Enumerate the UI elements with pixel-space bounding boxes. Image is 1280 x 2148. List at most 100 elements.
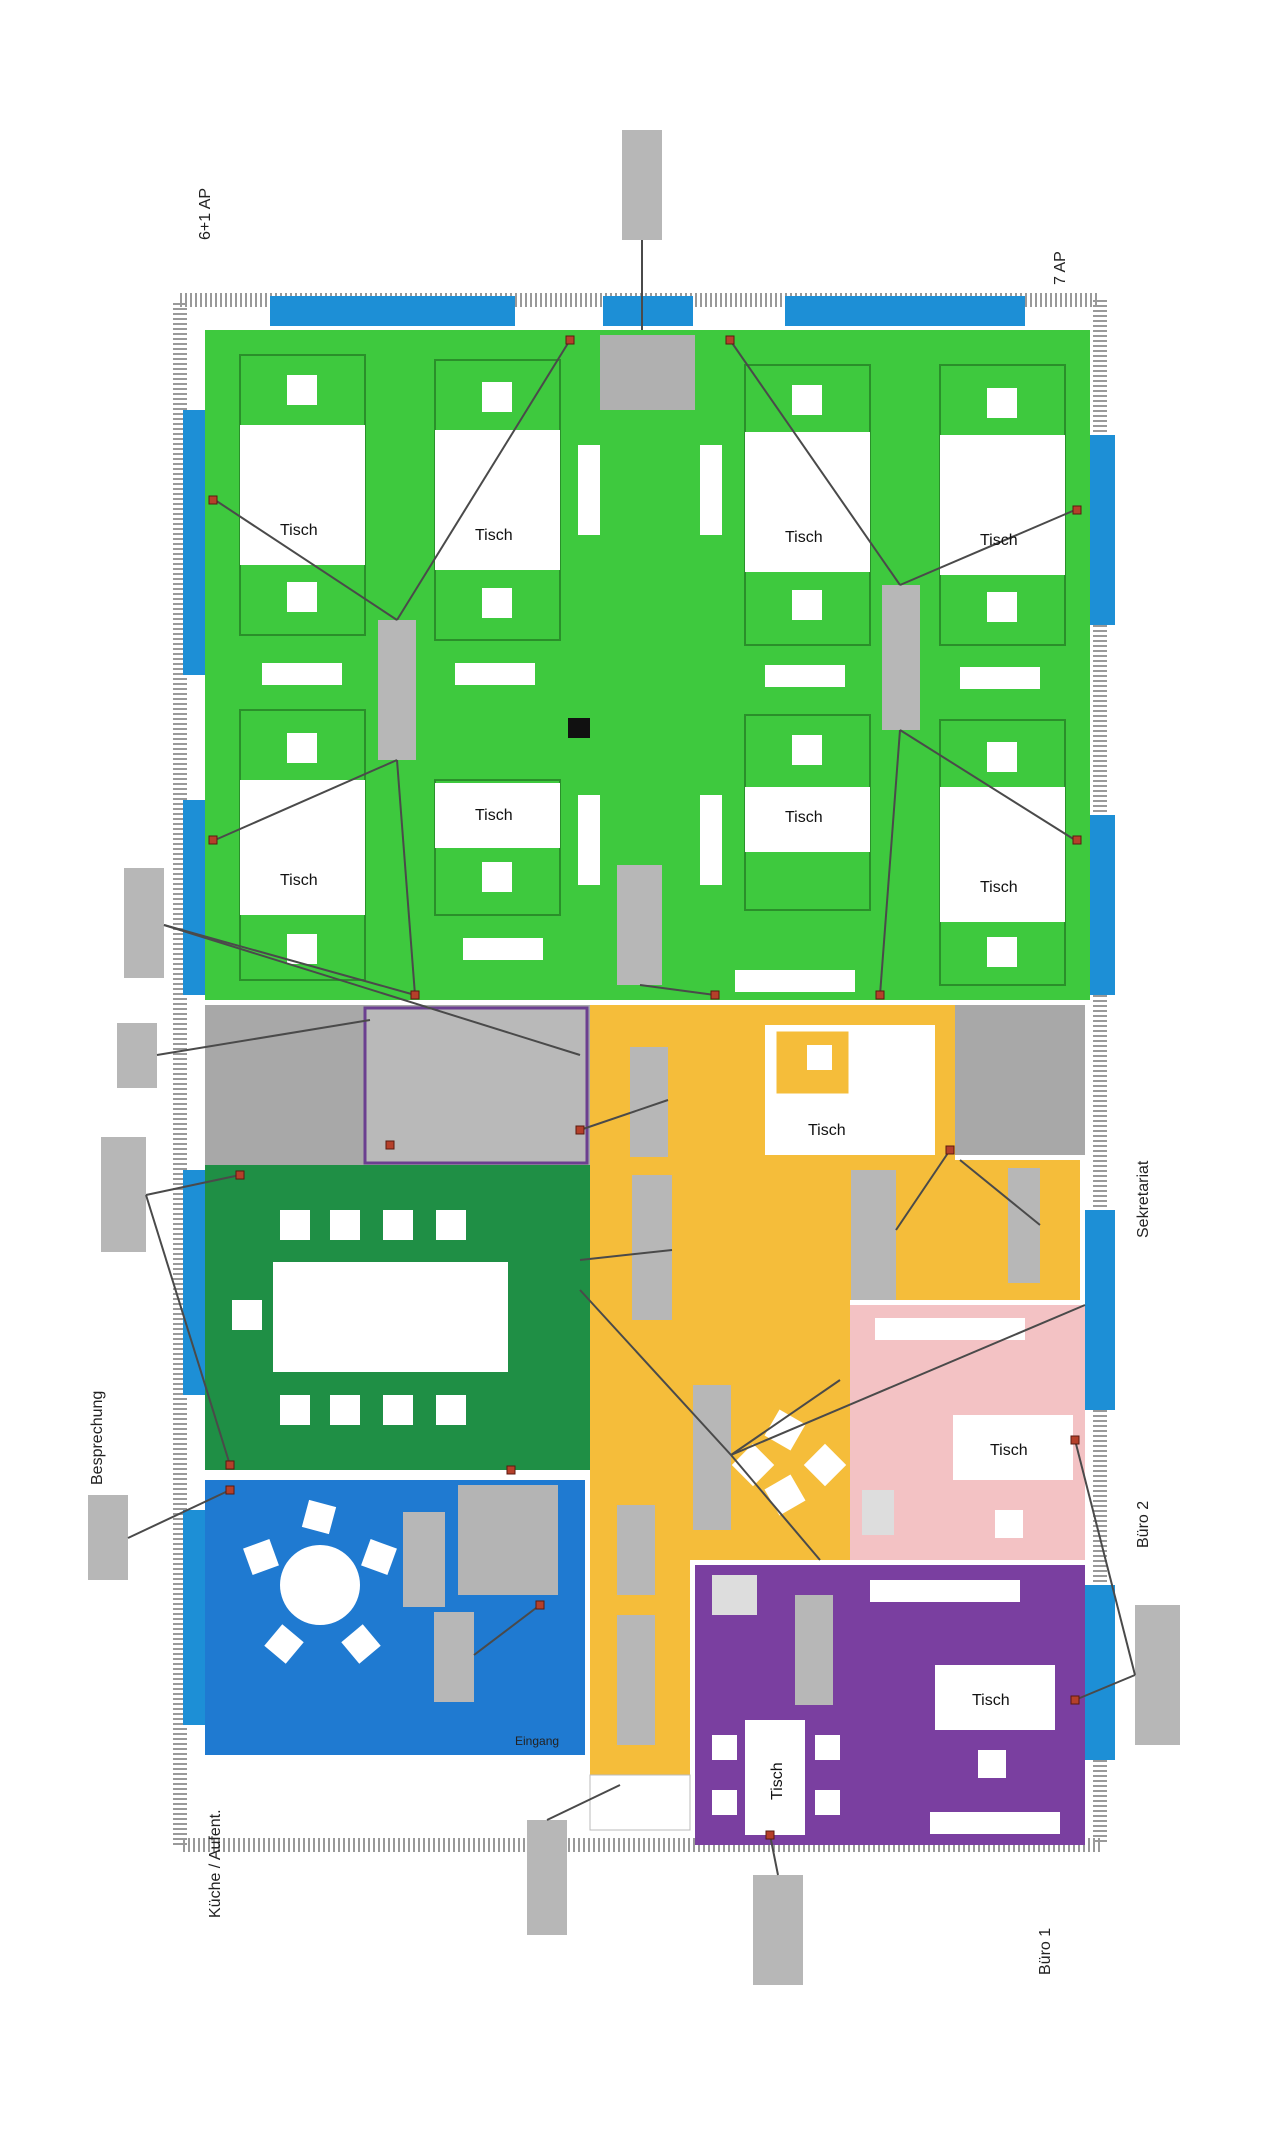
network-switch [568,718,590,738]
table [240,780,365,915]
desk [935,1665,1055,1730]
room-labels: 6+1 AP 7 AP Besprechung Sekretariat Büro… [89,188,1152,1975]
window [785,296,1025,326]
office-2-furniture [862,1318,1073,1538]
tag [101,1137,146,1252]
socket-tag [700,795,722,885]
tag [124,868,164,978]
socket-tag [578,795,600,885]
label-6-1-ap: 6+1 AP [197,188,214,240]
socket-tag [960,667,1040,689]
tag [617,865,662,985]
table [435,430,560,570]
chair [482,588,512,618]
chair [987,592,1017,622]
tag [117,1023,157,1088]
socket-tag [455,663,535,685]
printer-niche [600,335,695,410]
tisch-label: Tisch [808,1122,846,1139]
socket-tag [765,665,845,687]
tisch-label: Tisch [785,809,823,826]
chair [287,733,317,763]
window [270,296,515,326]
tag [88,1495,128,1580]
wiring [127,240,1136,1876]
chair [987,388,1017,418]
tag [753,1875,803,1985]
entrance-area [589,1774,691,1831]
chair [482,382,512,412]
label-besprechung: Besprechung [89,1391,106,1485]
tag [434,1612,474,1702]
desk [745,1720,805,1835]
tag [617,1615,655,1745]
hall-furniture [731,1025,935,1516]
tag [882,585,920,730]
tisch-label: Tisch [280,872,318,889]
tag [851,1170,896,1300]
tisch-label: Tisch [475,807,513,824]
label-sekretariat: Sekretariat [1135,1160,1152,1238]
table [435,783,560,848]
tag [403,1512,445,1607]
label-eingang: Eingang [515,1734,559,1748]
meeting-furniture [232,1210,508,1425]
table-labels: Tisch Tisch Tisch Tisch Tisch Tisch Tisc… [280,522,1028,1800]
socket-tag [262,663,342,685]
tag [632,1175,672,1320]
chair [287,582,317,612]
tag [1135,1605,1180,1745]
tisch-label: Tisch [475,527,513,544]
tag [378,620,416,760]
window [1085,1210,1115,1410]
chair [987,742,1017,772]
kitchen-storage [458,1485,558,1595]
label-7-ap: 7 AP [1052,251,1069,285]
tag [622,130,662,240]
window [603,296,693,326]
table [240,425,365,565]
chair [287,375,317,405]
label-buero-1: Büro 1 [1037,1928,1054,1975]
tag [617,1505,655,1595]
utility-inner [363,1006,589,1165]
tisch-label: Tisch [785,529,823,546]
secretariat-niche [955,1005,1085,1155]
kitchen-furniture [243,1499,397,1664]
chair [287,934,317,964]
socket-tag [700,445,722,535]
outlets [208,335,1082,1840]
desk-groups [239,354,1066,992]
chair [987,937,1017,967]
chair [482,862,512,892]
table [745,787,870,852]
desk [953,1415,1073,1480]
chair [792,385,822,415]
tag [693,1385,731,1530]
tisch-label: Tisch [972,1692,1010,1709]
tisch-label: Tisch [769,1762,786,1800]
tisch-label: Tisch [280,522,318,539]
socket-tag [463,938,543,960]
info-tags [88,130,1180,1985]
window [1085,1585,1115,1760]
tag [1008,1168,1040,1283]
label-buero-2: Büro 2 [1135,1501,1152,1548]
hall [590,1005,1080,1775]
table [940,787,1065,922]
office-1-furniture [712,1575,1060,1835]
socket-tag [735,970,855,992]
chair [792,590,822,620]
socket-tag [578,445,600,535]
tisch-label: Tisch [980,532,1018,549]
tag [527,1820,567,1935]
meeting-table [273,1262,508,1372]
label-kueche: Küche / Aufent. [207,1809,224,1918]
round-table [280,1545,360,1625]
tisch-label: Tisch [990,1442,1028,1459]
tisch-label: Tisch [980,879,1018,896]
tag [795,1595,833,1705]
table [940,435,1065,575]
table [745,432,870,572]
